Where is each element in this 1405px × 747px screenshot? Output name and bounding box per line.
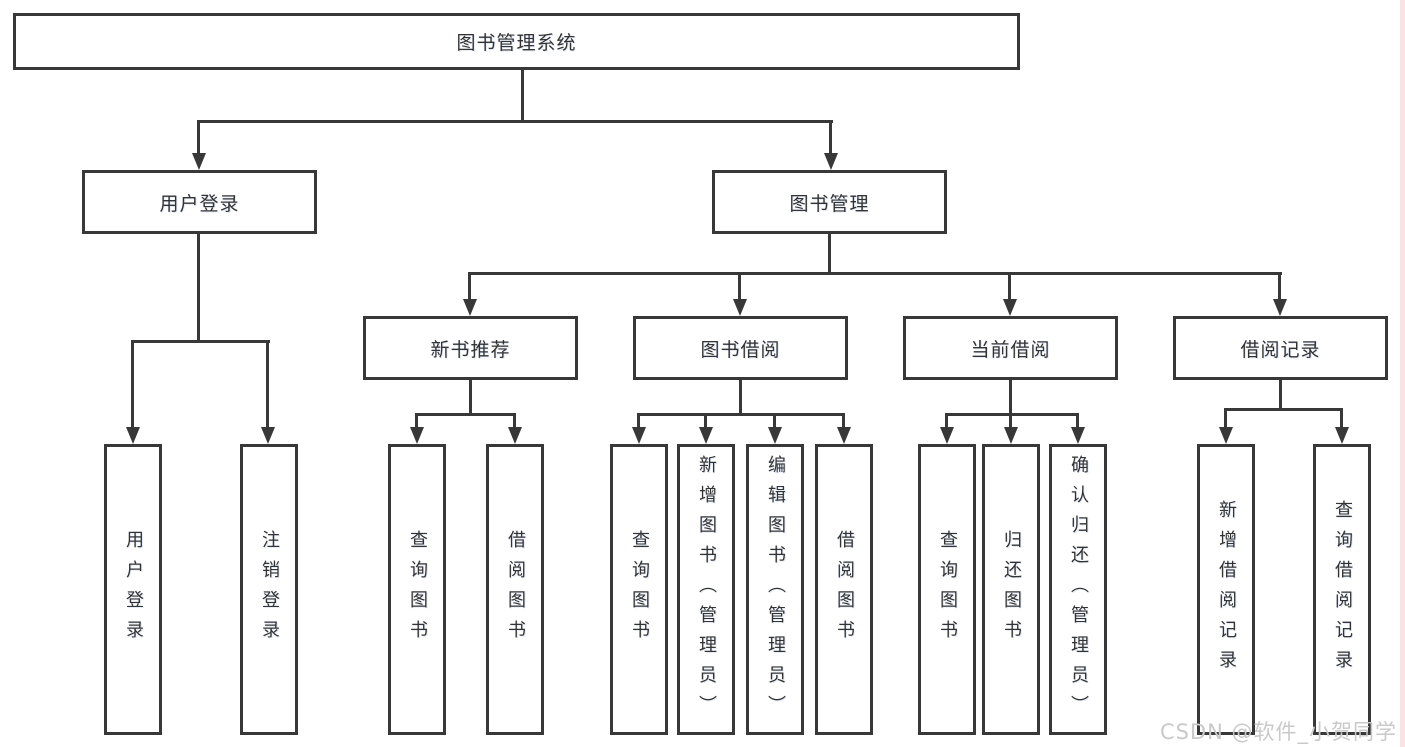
arrowhead-down-icon	[768, 427, 782, 444]
leaf-records-add: 新增借阅记录	[1197, 444, 1255, 735]
connector-line	[1340, 410, 1343, 429]
node-book-borrow: 图书借阅	[633, 316, 848, 380]
leaf-label: 注销登录	[259, 529, 280, 650]
node-user-login: 用户登录	[82, 170, 317, 234]
leaf-borrow-borrow: 借阅图书	[815, 444, 873, 735]
node-new-book-recommend: 新书推荐	[363, 316, 578, 380]
connector-line	[637, 413, 845, 416]
connector-line	[468, 274, 471, 302]
connector-line	[945, 413, 1079, 416]
leaf-borrow-query: 查询图书	[610, 444, 668, 735]
leaf-user-login: 用户登录	[104, 444, 162, 735]
arrowhead-down-icon	[126, 427, 140, 444]
leaf-label: 借阅图书	[505, 529, 526, 650]
connector-line	[415, 413, 516, 416]
arrowhead-down-icon	[1071, 427, 1085, 444]
connector-line	[1278, 274, 1281, 302]
leaf-label: 新增借阅记录	[1216, 499, 1237, 680]
connector-line	[1279, 380, 1282, 410]
node-root-label: 图书管理系统	[456, 32, 577, 54]
connector-line	[829, 122, 832, 154]
arrowhead-down-icon	[837, 427, 851, 444]
connector-line	[197, 120, 833, 123]
node-current-borrow: 当前借阅	[903, 316, 1118, 380]
arrowhead-down-icon	[1219, 427, 1233, 444]
leaf-label: 归还图书	[1001, 529, 1022, 650]
node-root-library-system: 图书管理系统	[13, 13, 1020, 70]
arrowhead-down-icon	[410, 427, 424, 444]
connector-line	[945, 415, 948, 429]
leaf-label: 编辑图书（管理员）	[765, 454, 786, 725]
connector-line	[415, 415, 418, 429]
leaf-newbooks-borrow: 借阅图书	[486, 444, 544, 735]
node-book-management: 图书管理	[712, 170, 947, 234]
connector-line	[1076, 415, 1079, 429]
connector-line	[521, 70, 524, 122]
connector-line	[1009, 415, 1012, 429]
leaf-label: 查询借阅记录	[1332, 499, 1353, 680]
node-user-login-label: 用户登录	[159, 192, 240, 215]
leaf-label: 新增图书（管理员）	[696, 454, 717, 725]
connector-line	[197, 234, 200, 342]
leaf-newbooks-query: 查询图书	[388, 444, 446, 735]
connector-line	[513, 415, 516, 429]
arrowhead-down-icon	[1335, 427, 1349, 444]
connector-line	[1009, 380, 1012, 415]
arrowhead-down-icon	[824, 153, 838, 170]
connector-line	[739, 380, 742, 415]
arrowhead-down-icon	[632, 427, 646, 444]
node-borrow-records-label: 借阅记录	[1240, 338, 1321, 361]
leaf-borrow-edit-admin: 编辑图书（管理员）	[746, 444, 804, 735]
arrowhead-down-icon	[1004, 427, 1018, 444]
leaf-label: 查询图书	[937, 529, 958, 650]
arrowhead-down-icon	[699, 427, 713, 444]
connector-line	[637, 415, 640, 429]
arrowhead-down-icon	[508, 427, 522, 444]
arrowhead-down-icon	[1003, 299, 1017, 316]
node-new-book-recommend-label: 新书推荐	[430, 338, 511, 361]
connector-line	[1008, 274, 1011, 302]
leaf-label: 查询图书	[407, 529, 428, 650]
right-edge-strip	[1400, 0, 1405, 747]
connector-line	[828, 234, 831, 274]
leaf-current-confirm-return-admin: 确认归还（管理员）	[1049, 444, 1107, 735]
leaf-label: 用户登录	[123, 529, 144, 650]
connector-line	[131, 342, 134, 428]
connector-line	[469, 380, 472, 415]
leaf-records-query: 查询借阅记录	[1313, 444, 1371, 735]
connector-line	[468, 272, 1282, 275]
connector-line	[197, 122, 200, 154]
connector-line	[773, 415, 776, 429]
node-current-borrow-label: 当前借阅	[970, 338, 1051, 361]
connector-line	[1224, 410, 1227, 429]
connector-line	[266, 342, 269, 428]
connector-line	[1224, 408, 1343, 411]
arrowhead-down-icon	[463, 299, 477, 316]
leaf-current-return: 归还图书	[982, 444, 1040, 735]
leaf-label: 借阅图书	[834, 529, 855, 650]
arrowhead-down-icon	[261, 427, 275, 444]
leaf-logout: 注销登录	[240, 444, 298, 735]
leaf-borrow-add-admin: 新增图书（管理员）	[677, 444, 735, 735]
connector-line	[131, 340, 270, 343]
node-book-management-label: 图书管理	[789, 192, 870, 215]
csdn-watermark: CSDN @软件_小贺同学	[1160, 720, 1398, 744]
connector-line	[704, 415, 707, 429]
node-book-borrow-label: 图书借阅	[700, 338, 781, 361]
leaf-label: 确认归还（管理员）	[1068, 454, 1089, 725]
leaf-label: 查询图书	[629, 529, 650, 650]
arrowhead-down-icon	[940, 427, 954, 444]
connector-line	[738, 274, 741, 302]
arrowhead-down-icon	[733, 299, 747, 316]
node-borrow-records: 借阅记录	[1173, 316, 1388, 380]
arrowhead-down-icon	[1273, 299, 1287, 316]
arrowhead-down-icon	[192, 153, 206, 170]
leaf-current-query: 查询图书	[918, 444, 976, 735]
connector-line	[842, 415, 845, 429]
